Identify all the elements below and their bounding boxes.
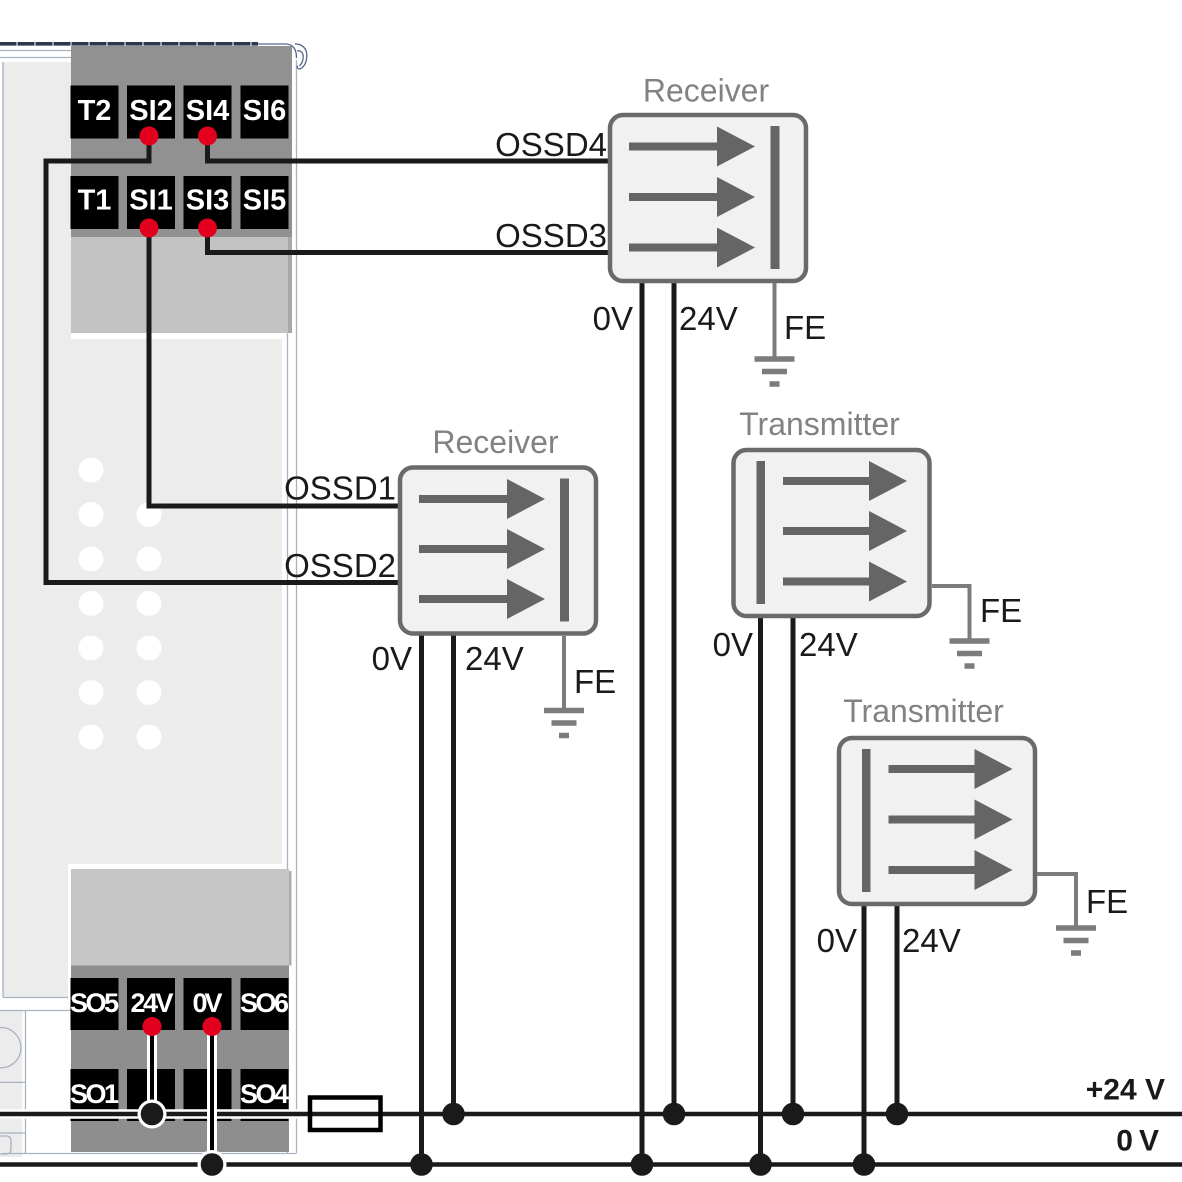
svg-text:24V: 24V [902, 922, 961, 959]
svg-text:SO6: SO6 [240, 988, 289, 1018]
svg-text:0V: 0V [713, 626, 753, 663]
svg-text:SI1: SI1 [129, 185, 173, 217]
svg-text:0V: 0V [817, 922, 857, 959]
svg-text:0 V: 0 V [1116, 1125, 1159, 1158]
svg-text:SO4: SO4 [240, 1079, 289, 1109]
svg-text:OSSD4: OSSD4 [495, 126, 607, 163]
svg-text:T2: T2 [78, 95, 112, 127]
svg-text:Transmitter: Transmitter [843, 693, 1004, 729]
svg-text:OSSD2: OSSD2 [284, 547, 396, 584]
svg-text:SI3: SI3 [186, 185, 230, 217]
svg-text:Transmitter: Transmitter [739, 406, 900, 442]
svg-text:24V: 24V [465, 640, 524, 677]
svg-text:FE: FE [980, 592, 1022, 629]
svg-text:24V: 24V [679, 300, 738, 337]
svg-text:0V: 0V [193, 988, 223, 1018]
svg-text:FE: FE [784, 309, 826, 346]
svg-text:0V: 0V [372, 640, 412, 677]
svg-text:0V: 0V [593, 300, 633, 337]
svg-text:OSSD3: OSSD3 [495, 217, 607, 254]
svg-text:SO5: SO5 [70, 988, 119, 1018]
svg-text:OSSD1: OSSD1 [284, 470, 396, 507]
svg-text:FE: FE [574, 663, 616, 700]
svg-text:SO1: SO1 [70, 1079, 119, 1109]
svg-text:SI6: SI6 [243, 95, 287, 127]
svg-text:Receiver: Receiver [643, 73, 770, 109]
svg-text:SI5: SI5 [243, 185, 287, 217]
svg-text:SI2: SI2 [129, 95, 173, 127]
svg-text:FE: FE [1086, 883, 1128, 920]
svg-text:24V: 24V [131, 988, 174, 1018]
svg-text:+24 V: +24 V [1086, 1074, 1165, 1107]
svg-text:SI4: SI4 [186, 95, 230, 127]
svg-text:Receiver: Receiver [432, 424, 559, 460]
svg-text:24V: 24V [799, 626, 858, 663]
svg-text:T1: T1 [78, 185, 112, 217]
